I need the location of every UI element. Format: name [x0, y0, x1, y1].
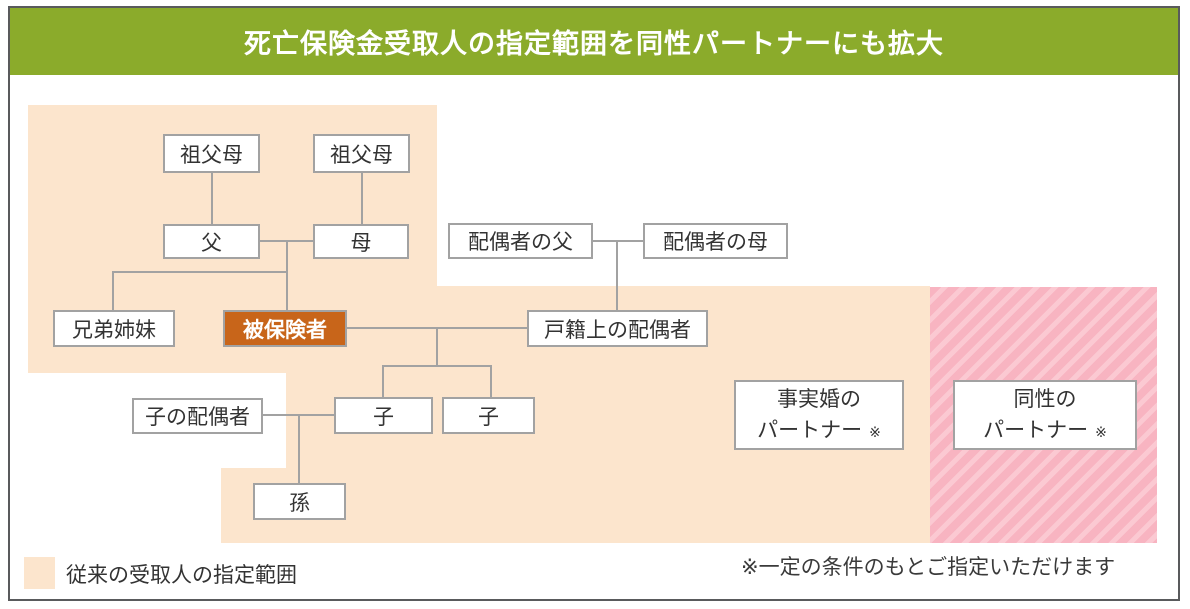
node-label: 配偶者の母 [663, 231, 768, 254]
connector-line [382, 365, 492, 367]
legend-swatch-traditional-range [24, 557, 55, 589]
node-label: 配偶者の父 [468, 231, 573, 254]
node-label: 父 [201, 231, 222, 255]
node-defacto-partner: 事実婚の パートナー※ [734, 380, 904, 450]
connector-line [286, 240, 288, 310]
node-legal-spouse: 戸籍上の配偶者 [527, 310, 708, 347]
connector-line [112, 271, 288, 273]
node-father: 父 [163, 224, 260, 259]
node-insured: 被保険者 [223, 310, 347, 347]
connector-line [616, 240, 618, 310]
connector-line [298, 414, 300, 483]
node-label: 兄弟姉妹 [72, 318, 156, 342]
node-grandparents-right: 祖父母 [313, 134, 410, 173]
node-label: 母 [350, 231, 372, 255]
connector-line [211, 173, 213, 224]
partner-line2: パートナー※ [983, 419, 1107, 442]
connector-line [490, 365, 492, 397]
partner-line2: パートナー※ [757, 419, 881, 442]
partner-line1: 事実婚の [777, 387, 861, 411]
node-siblings: 兄弟姉妹 [53, 310, 175, 347]
partner-line1: 同性の [1013, 387, 1077, 411]
node-label: 戸籍上の配偶者 [544, 318, 691, 342]
node-label: 子 [373, 405, 394, 429]
connector-line [593, 240, 643, 242]
node-grandchild: 孫 [253, 483, 346, 520]
node-grandparents-left: 祖父母 [163, 134, 260, 173]
node-spouse-father: 配偶者の父 [448, 223, 593, 259]
connector-line [436, 327, 438, 367]
node-samesex-partner: 同性の パートナー※ [953, 380, 1137, 450]
header-bar: 死亡保険金受取人の指定範囲を同性パートナーにも拡大 [10, 8, 1178, 75]
note-reference-mark: ※ [1095, 424, 1107, 440]
legend-label: 従来の受取人の指定範囲 [66, 564, 297, 587]
node-spouse-mother: 配偶者の母 [643, 223, 788, 259]
node-label: 孫 [289, 491, 310, 515]
node-label: 被保険者 [243, 318, 327, 342]
footnote-text: ※一定の条件のもとご指定いただけます [741, 556, 1116, 579]
connector-line [361, 173, 363, 224]
node-label: 祖父母 [180, 143, 243, 167]
node-child-1: 子 [334, 397, 433, 434]
node-child-spouse: 子の配偶者 [132, 398, 263, 434]
page-title: 死亡保険金受取人の指定範囲を同性パートナーにも拡大 [244, 29, 944, 59]
node-mother: 母 [313, 224, 409, 259]
node-label: 子 [478, 405, 499, 429]
connector-line [382, 365, 384, 397]
connector-line [112, 271, 114, 310]
note-reference-mark: ※ [869, 424, 881, 440]
node-label: 子の配偶者 [145, 406, 250, 429]
node-child-2: 子 [442, 397, 535, 434]
node-label: 祖父母 [330, 143, 393, 167]
